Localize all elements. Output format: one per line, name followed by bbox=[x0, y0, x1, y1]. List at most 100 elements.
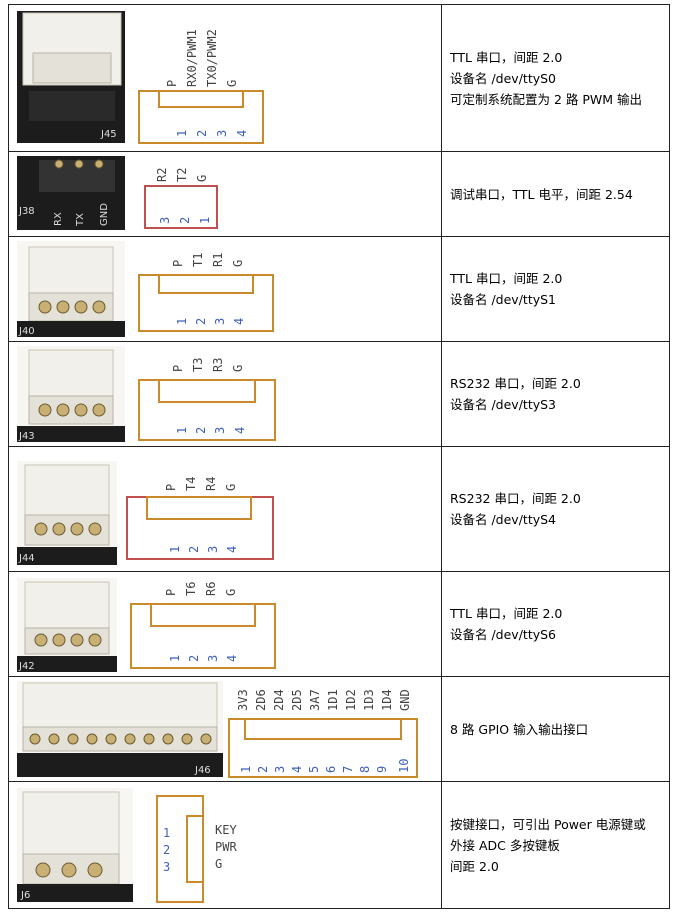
pin-number: 2 bbox=[187, 546, 201, 553]
photo-pin bbox=[162, 733, 174, 745]
description-j40: TTL 串口，间距 2.0 设备名 /dev/ttyS1 bbox=[441, 236, 670, 342]
pin-number: 7 bbox=[341, 766, 355, 773]
connector-photo: J45 bbox=[17, 11, 125, 143]
pin-number: 3 bbox=[163, 860, 170, 874]
connector-photo: J42 bbox=[17, 578, 117, 672]
pin-number: 3 bbox=[213, 318, 227, 325]
desc-line: TTL 串口，间距 2.0 bbox=[450, 271, 563, 286]
desc-line: 调试串口，TTL 电平，间距 2.54 bbox=[450, 186, 633, 202]
signal-label: TX0/PWM2 bbox=[205, 29, 219, 87]
signal-label: R4 bbox=[204, 477, 218, 491]
signal-label: 2D5 bbox=[290, 689, 304, 711]
pin-number: 1 bbox=[168, 655, 182, 662]
pin-number: 2 bbox=[178, 217, 192, 224]
pin-number: 2 bbox=[194, 427, 208, 434]
connector-latch bbox=[150, 603, 256, 627]
photo-pin bbox=[200, 733, 212, 745]
photo-silk-label: J45 bbox=[100, 129, 117, 140]
pin-number: 4 bbox=[225, 655, 239, 662]
table-row: J42 P T6 R6 G 1 2 3 4 TTL 串口，间距 2.0 设备名 … bbox=[8, 571, 670, 677]
pin-number: 1 bbox=[175, 130, 189, 137]
table-row: J38 RX TX GND R2 T2 G 3 2 1 调试串口，TTL 电平，… bbox=[8, 151, 670, 237]
desc-line: TTL 串口，间距 2.0 bbox=[450, 49, 563, 65]
pin-number: 1 bbox=[175, 427, 189, 434]
desc-line: 设备名 /dev/ttyS3 bbox=[450, 397, 557, 412]
signal-label: 2D4 bbox=[272, 689, 286, 711]
connector-photo: J44 bbox=[17, 461, 117, 565]
signal-label: 1D2 bbox=[344, 689, 358, 711]
pin-number: 2 bbox=[256, 766, 270, 773]
photo-silk-label: J44 bbox=[18, 553, 35, 564]
signal-label: 1D3 bbox=[362, 689, 376, 711]
j45-diagram: J45 P RX0/PWM1 TX0/PWM2 G 1 2 3 4 bbox=[17, 11, 264, 144]
desc-line: 设备名 /dev/ttyS6 bbox=[450, 627, 557, 642]
signal-label: T6 bbox=[184, 582, 198, 596]
desc-line: 可定制系统配置为 2 路 PWM 输出 bbox=[450, 91, 643, 107]
desc-line: RS232 串口，间距 2.0 bbox=[450, 491, 581, 506]
description-j44: RS232 串口，间距 2.0 设备名 /dev/ttyS4 bbox=[441, 446, 670, 572]
pin-number: 3 bbox=[206, 546, 220, 553]
connector-latch bbox=[158, 379, 256, 403]
connector-photo: J40 bbox=[17, 241, 125, 337]
signal-label: PWR bbox=[215, 840, 237, 854]
signal-label: G bbox=[215, 857, 222, 871]
photo-silk-label: J42 bbox=[18, 661, 35, 672]
photo-pin bbox=[124, 733, 136, 745]
pin-number: 4 bbox=[235, 130, 249, 137]
connector-outline bbox=[144, 185, 218, 229]
pin-number: 6 bbox=[324, 766, 338, 773]
desc-line: 间距 2.0 bbox=[450, 858, 499, 874]
pin-number: 1 bbox=[198, 217, 212, 224]
connector-photo: J38 RX TX GND bbox=[17, 156, 125, 230]
photo-silk-label: GND bbox=[99, 203, 110, 226]
signal-label: T3 bbox=[191, 358, 205, 372]
signal-label: G bbox=[231, 260, 245, 267]
connector-latch bbox=[158, 274, 254, 294]
connector-photo: J46 bbox=[17, 681, 223, 777]
j38-diagram: J38 RX TX GND R2 T2 G 3 2 1 bbox=[17, 156, 218, 230]
signal-label: P bbox=[171, 365, 185, 372]
pin-number: 4 bbox=[233, 427, 247, 434]
photo-silk-label: J46 bbox=[194, 765, 211, 776]
connector-figure-j38: J38 RX TX GND R2 T2 G 3 2 1 bbox=[8, 151, 442, 237]
connector-table: J45 P RX0/PWM1 TX0/PWM2 G 1 2 3 4 TTL 串口… bbox=[8, 4, 670, 909]
signal-label: 1D1 bbox=[326, 689, 340, 711]
signal-label: G bbox=[225, 80, 239, 87]
pin-number: 9 bbox=[375, 766, 389, 773]
pin-number: 2 bbox=[194, 318, 208, 325]
signal-label: G bbox=[224, 484, 238, 491]
table-row: J44 P T4 R4 G 1 2 3 4 RS232 串口，间距 2.0 设备… bbox=[8, 446, 670, 572]
pin-number: 1 bbox=[163, 826, 170, 840]
desc-line: RS232 串口，间距 2.0 bbox=[450, 376, 581, 391]
description-j6: 按键接口，可引出 Power 电源键或 外接 ADC 多按键板 间距 2.0 bbox=[441, 781, 670, 909]
pin-number: 3 bbox=[213, 427, 227, 434]
signal-label: R3 bbox=[211, 358, 225, 372]
signal-label: 1D4 bbox=[380, 689, 394, 711]
connector-outline bbox=[130, 603, 276, 669]
photo-silk-label: J38 bbox=[18, 206, 35, 217]
desc-line: 按键接口，可引出 Power 电源键或 bbox=[450, 816, 646, 832]
signal-label: 3A7 bbox=[308, 689, 322, 711]
photo-silk-label: TX bbox=[75, 213, 86, 227]
pin-number: 3 bbox=[215, 130, 229, 137]
signal-label: G bbox=[195, 175, 209, 182]
pin-number: 1 bbox=[168, 546, 182, 553]
desc-line: 外接 ADC 多按键板 bbox=[450, 837, 560, 853]
connector-photo: J6 bbox=[17, 788, 133, 902]
connector-figure-j40: J40 P T1 R1 G 1 2 3 4 bbox=[8, 236, 442, 342]
signal-label: P bbox=[165, 80, 179, 87]
signal-label: R1 bbox=[211, 253, 225, 267]
table-row: J43 P T3 R3 G 1 2 3 4 RS232 串口，间距 2.0 设备… bbox=[8, 341, 670, 447]
pin-number: 4 bbox=[290, 766, 304, 773]
photo-silk-label: J43 bbox=[18, 431, 35, 442]
pin-number: 2 bbox=[195, 130, 209, 137]
signal-label: 2D6 bbox=[254, 689, 268, 711]
connector-figure-j44: J44 P T4 R4 G 1 2 3 4 bbox=[8, 446, 442, 572]
signal-label: R2 bbox=[155, 168, 169, 182]
signal-label: RX0/PWM1 bbox=[185, 29, 199, 87]
signal-label: T4 bbox=[184, 477, 198, 491]
j6-diagram: J6 1 2 3 KEY PWR G bbox=[17, 788, 237, 903]
pin-number: 1 bbox=[239, 766, 253, 773]
photo-pin bbox=[29, 733, 41, 745]
connector-figure-j6: J6 1 2 3 KEY PWR G bbox=[8, 781, 442, 909]
